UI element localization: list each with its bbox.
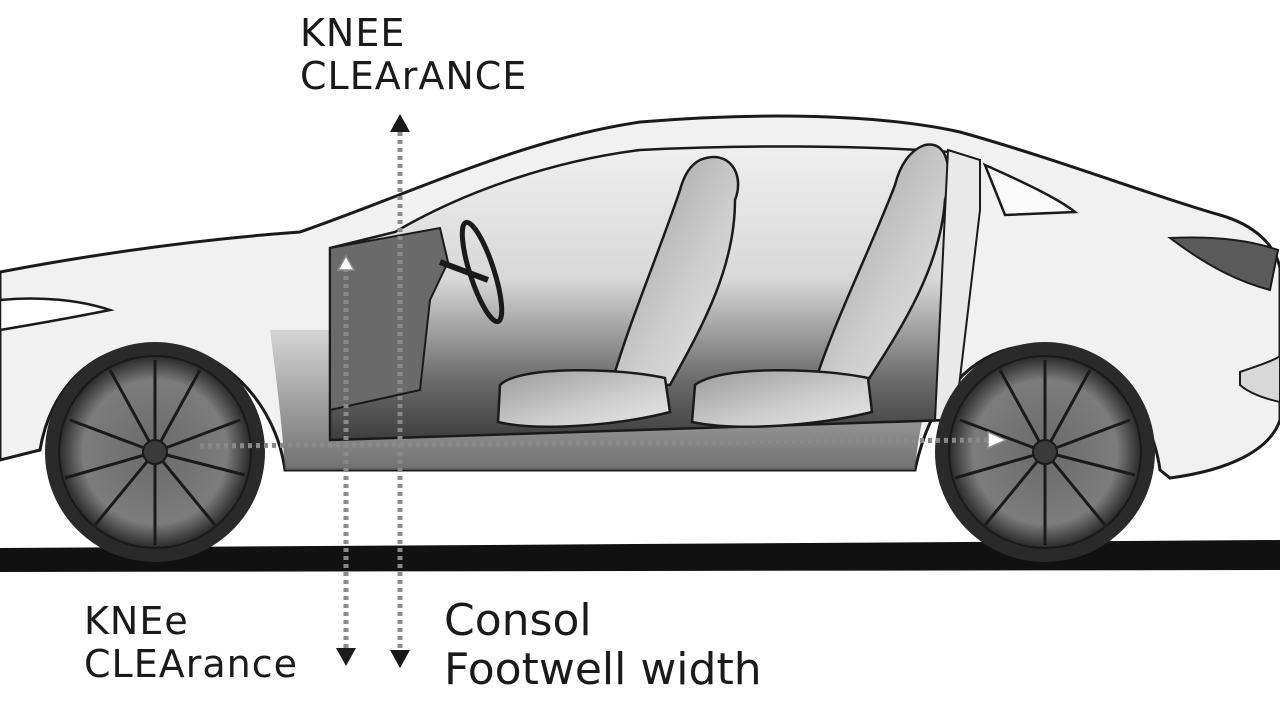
knee-clearance-bottom-line1: KNEe <box>84 599 189 643</box>
console-footwell-label: Consol Footwell width <box>444 596 762 695</box>
console-footwell-line2: Footwell width <box>444 644 762 696</box>
knee-clearance-top-line1: KNEE <box>300 11 406 55</box>
wheelbase-dotted-line <box>199 437 991 449</box>
ground-shadow <box>0 540 1280 572</box>
rear-seat <box>690 143 950 428</box>
rear-bumper <box>1239 354 1280 404</box>
knee-clearance-label-bottom: KNEe CLEArance <box>84 600 298 685</box>
arrow-down-icon <box>390 650 410 668</box>
knee-clearance-bottom-line2: CLEArance <box>84 641 298 686</box>
front-seat <box>496 155 740 428</box>
knee-clearance-top-line2: CLEArANCE <box>300 53 528 98</box>
arrow-up-small-icon <box>336 254 356 271</box>
wheelbase-arrowhead <box>987 430 1008 450</box>
tail-light <box>1167 236 1280 292</box>
rear-window <box>982 162 1079 217</box>
dashboard <box>329 226 450 412</box>
knee-clearance-label-top: KNEE CLEArANCE <box>300 12 527 97</box>
b-pillar <box>933 148 981 421</box>
front-wheel <box>45 342 265 562</box>
headlight <box>0 297 115 332</box>
arrow-down-small-icon <box>336 648 356 666</box>
rear-wheel <box>935 342 1155 562</box>
steering-column <box>438 259 490 283</box>
console-footwell-line1: Consol <box>444 595 592 646</box>
arrow-up-icon <box>390 114 410 132</box>
